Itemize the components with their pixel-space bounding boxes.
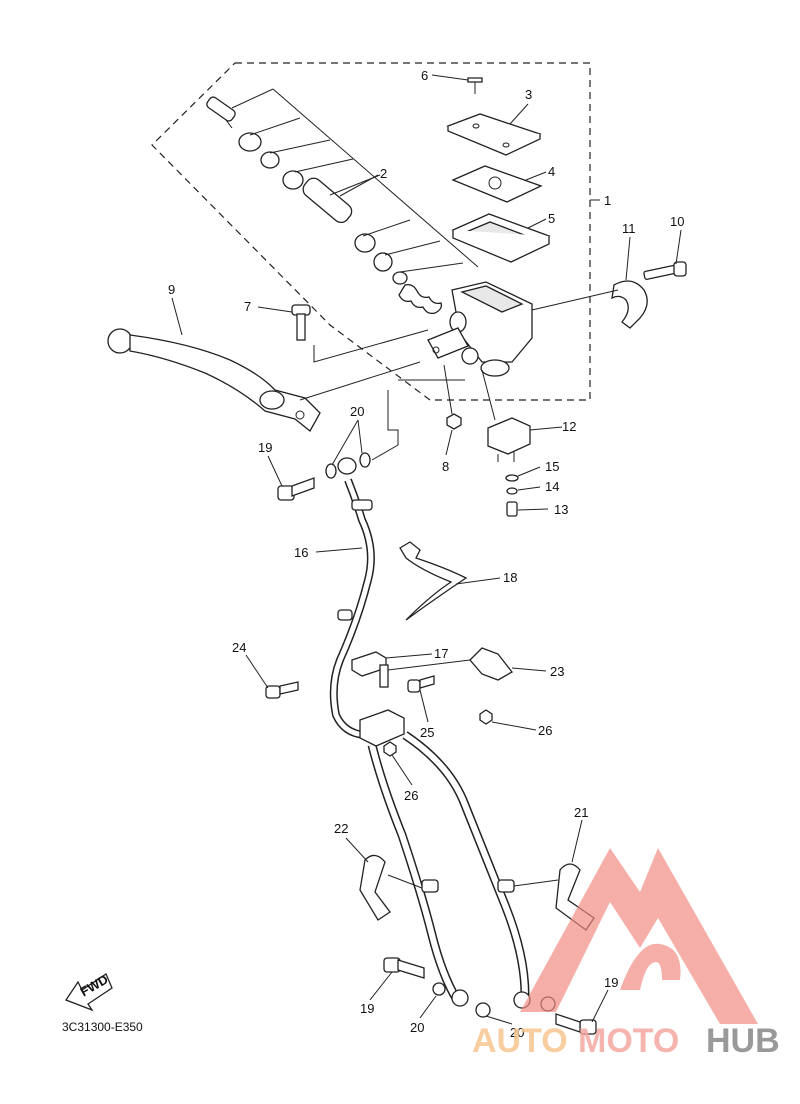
callout-20-top: 20 — [350, 404, 364, 419]
callout-8: 8 — [442, 459, 449, 474]
callout-19-left: 19 — [360, 1001, 374, 1016]
piston-kit-parts — [206, 88, 479, 315]
lower-union-bolts — [383, 957, 597, 1035]
callout-6: 6 — [421, 68, 428, 83]
callout-24: 24 — [232, 640, 246, 655]
callout-11: 11 — [622, 221, 636, 236]
master-cylinder-body — [427, 281, 533, 377]
hose-joint — [351, 651, 405, 747]
pivot-nut — [446, 413, 462, 430]
callout-19-top: 19 — [258, 440, 272, 455]
mounting-bolts — [265, 675, 435, 699]
callout-13: 13 — [554, 502, 568, 517]
watermark-moto: MOTO — [578, 1022, 679, 1060]
brake-switch — [481, 369, 531, 517]
callout-26-right: 26 — [538, 723, 552, 738]
callout-22: 22 — [334, 821, 348, 836]
watermark-triangle-logo — [520, 848, 758, 1024]
callout-5: 5 — [548, 211, 555, 226]
master-cylinder-assembly-boundary — [151, 62, 591, 401]
callout-25: 25 — [420, 725, 434, 740]
brake-lever — [107, 328, 321, 432]
callout-20-right: 20 — [510, 1025, 524, 1040]
callout-3: 3 — [525, 87, 532, 102]
hose-guide-bracket — [469, 647, 513, 681]
automotohub-watermark: AUTO MOTO HUB — [472, 848, 780, 1060]
callout-23: 23 — [550, 664, 564, 679]
callout-20-left: 20 — [410, 1020, 424, 1035]
diagram-code: 3C31300-E350 — [62, 1020, 143, 1034]
callout-16: 16 — [294, 545, 308, 560]
callout-2: 2 — [380, 166, 387, 181]
callout-12: 12 — [562, 419, 576, 434]
left-hose-bracket — [359, 854, 391, 921]
callout-17: 17 — [434, 646, 448, 661]
callout-4: 4 — [548, 164, 555, 179]
callout-15: 15 — [545, 459, 559, 474]
pivot-bolt — [291, 304, 311, 341]
reservoir-cap-parts — [446, 77, 551, 263]
brake-hoses — [329, 478, 531, 1009]
holder-and-bolt — [531, 261, 687, 329]
callout-26-left: 26 — [404, 788, 418, 803]
callout-19-right: 19 — [604, 975, 618, 990]
callout-9: 9 — [168, 282, 175, 297]
callout-14: 14 — [545, 479, 559, 494]
nuts — [383, 709, 493, 757]
fwd-arrow-icon: FWD — [65, 972, 113, 1012]
cable-tie — [399, 541, 468, 621]
callout-21: 21 — [574, 805, 588, 820]
callout-1: 1 — [604, 193, 611, 208]
callout-numbers: 6 3 4 5 1 2 7 9 10 11 12 15 14 13 8 19 2… — [168, 68, 684, 1040]
callout-18: 18 — [503, 570, 517, 585]
upper-union-bolt — [277, 452, 371, 501]
watermark-hub: HUB — [706, 1022, 780, 1060]
callout-10: 10 — [670, 214, 684, 229]
callout-7: 7 — [244, 299, 251, 314]
callout-leaders — [171, 74, 682, 1025]
watermark-auto: AUTO — [472, 1022, 568, 1060]
